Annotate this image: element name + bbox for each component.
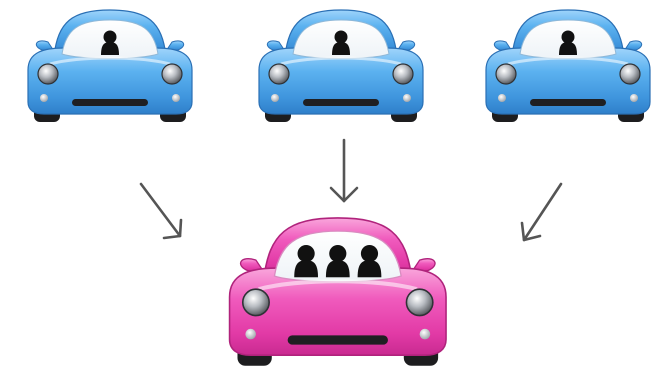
grille bbox=[288, 335, 388, 344]
carpool-car bbox=[230, 218, 446, 366]
source-car-1 bbox=[28, 10, 192, 122]
foglight-right bbox=[420, 329, 431, 340]
grille bbox=[303, 99, 379, 106]
source-car-3 bbox=[486, 10, 650, 122]
arrow-down-right-icon bbox=[141, 184, 181, 238]
foglight-right bbox=[403, 94, 411, 102]
source-car-2 bbox=[259, 10, 423, 122]
arrow-down-left-icon bbox=[522, 184, 561, 240]
headlight-right bbox=[162, 64, 182, 84]
headlight-left bbox=[269, 64, 289, 84]
headlight-right bbox=[406, 289, 432, 315]
headlight-left bbox=[496, 64, 516, 84]
foglight-left bbox=[40, 94, 48, 102]
foglight-left bbox=[271, 94, 279, 102]
arrow-down-icon bbox=[331, 140, 357, 201]
foglight-left bbox=[245, 329, 256, 340]
grille bbox=[530, 99, 606, 106]
headlight-left bbox=[243, 289, 269, 315]
foglight-right bbox=[172, 94, 180, 102]
foglight-right bbox=[630, 94, 638, 102]
grille bbox=[72, 99, 148, 106]
headlight-left bbox=[38, 64, 58, 84]
foglight-left bbox=[498, 94, 506, 102]
headlight-right bbox=[393, 64, 413, 84]
headlight-right bbox=[620, 64, 640, 84]
